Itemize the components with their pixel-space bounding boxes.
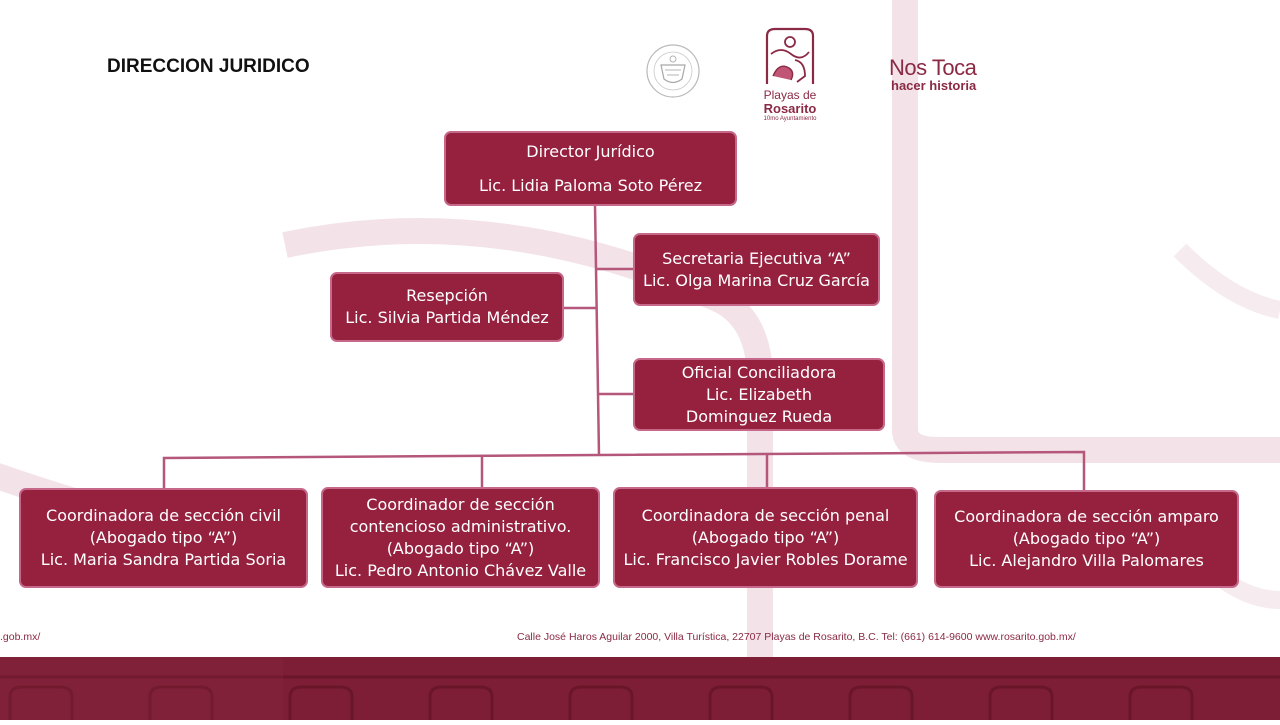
footer-band — [0, 657, 1280, 720]
playas-rosarito-emblem-icon — [765, 27, 815, 84]
coordinator-type: (Abogado tipo “A”) — [691, 527, 840, 547]
footer-address: Calle José Haros Aguilar 2000, Villa Tur… — [517, 631, 1076, 643]
secretaria-box: Secretaria Ejecutiva “A” Lic. Olga Marin… — [633, 233, 880, 306]
footer-left-url: .gob.mx/ — [0, 631, 41, 643]
director-box: Director Jurídico Lic. Lidia Paloma Soto… — [444, 131, 737, 206]
coordinator-name: Lic. Francisco Javier Robles Dorame — [623, 549, 908, 569]
recepcion-box: Resepción Lic. Silvia Partida Méndez — [330, 272, 564, 342]
coordinator-box-civil: Coordinadora de sección civil (Abogado t… — [19, 488, 308, 588]
coordinator-role: Coordinadora de sección civil — [46, 506, 281, 525]
oficial-name: Lic. Elizabeth Dominguez Rueda — [685, 384, 833, 426]
director-name: Lic. Lidia Paloma Soto Pérez — [478, 175, 703, 195]
playas-line2: Rosarito — [763, 101, 817, 116]
coordinator-type: (Abogado tipo “A”) — [89, 528, 238, 547]
nos-toca-logo: Nos Toca hacer historia — [889, 55, 977, 93]
playas-line3: 10mo Ayuntamiento — [763, 116, 817, 122]
coordinator-box-contencioso: Coordinador de sección contencioso admin… — [321, 487, 600, 588]
secretaria-name: Lic. Olga Marina Cruz García — [643, 270, 870, 290]
footer-pattern — [0, 657, 1280, 720]
coordinator-name: Lic. Maria Sandra Partida Soria — [40, 550, 287, 569]
municipal-seal-icon — [646, 44, 700, 98]
coordinator-role: Coordinadora de sección amparo — [954, 507, 1219, 526]
coordinator-role: Coordinadora de sección penal — [641, 505, 890, 525]
coordinator-box-amparo: Coordinadora de sección amparo (Abogado … — [934, 490, 1239, 588]
playas-rosarito-logo: Playas de Rosarito 10mo Ayuntamiento — [755, 26, 825, 124]
coordinator-type: (Abogado tipo “A”) — [1012, 529, 1161, 548]
director-role: Director Jurídico — [526, 141, 655, 161]
oficial-box: Oficial Conciliadora Lic. Elizabeth Domi… — [633, 358, 885, 431]
page-title: DIRECCION JURIDICO — [107, 56, 310, 77]
coordinator-role: Coordinador de sección contencioso admin… — [349, 494, 572, 536]
recepcion-name: Lic. Silvia Partida Méndez — [345, 308, 549, 327]
recepcion-role: Resepción — [406, 286, 488, 305]
oficial-role: Oficial Conciliadora — [681, 362, 837, 382]
trunk-line — [593, 204, 601, 457]
playas-line1: Playas de — [763, 88, 817, 102]
nos-toca-line2: hacer historia — [891, 78, 977, 93]
secretaria-role: Secretaria Ejecutiva “A” — [662, 248, 851, 268]
nos-toca-line1: Nos Toca — [889, 55, 977, 80]
coordinator-box-penal: Coordinadora de sección penal (Abogado t… — [613, 487, 918, 588]
coordinator-name: Lic. Pedro Antonio Chávez Valle — [334, 560, 587, 580]
coordinator-name: Lic. Alejandro Villa Palomares — [969, 551, 1204, 570]
coordinators-bus — [162, 450, 1086, 490]
coordinator-type: (Abogado tipo “A”) — [386, 538, 535, 558]
